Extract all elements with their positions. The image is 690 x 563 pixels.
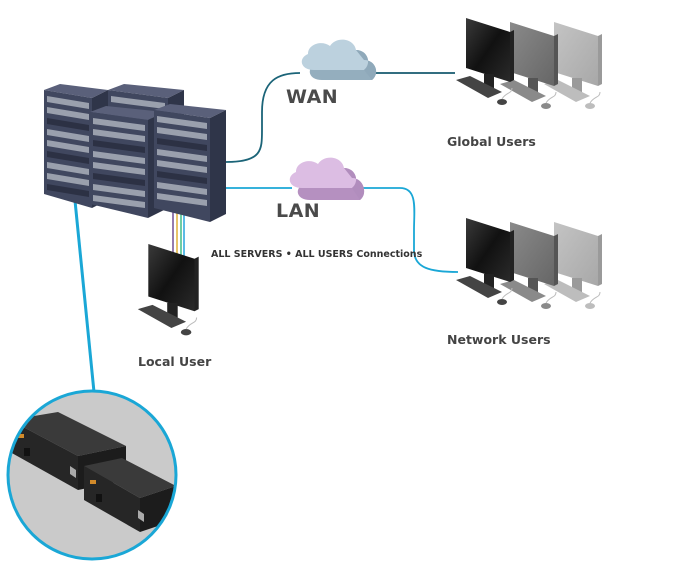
network-users-label: Network Users: [447, 332, 551, 347]
mouse-icon: [497, 99, 507, 105]
monitor-icon: [456, 218, 514, 305]
keyboard-icon: [500, 80, 546, 102]
local-user-workstation: [137, 244, 199, 336]
keyboard-icon: [456, 276, 502, 298]
monitor-icon: [500, 222, 558, 309]
kvm-extender-device: [84, 458, 176, 532]
monitor-icon: [456, 18, 514, 105]
mouse-icon: [585, 303, 595, 309]
kvm-extender-callout: [6, 389, 178, 561]
keyboard-icon: [456, 76, 502, 98]
wan-link-line: [225, 72, 301, 163]
server-rack-group: [44, 84, 226, 222]
monitor-icon: [544, 22, 602, 109]
server-rack-icon: [154, 104, 226, 222]
global-users-label: Global Users: [447, 134, 536, 149]
keyboard-icon: [544, 280, 590, 302]
server-rack-icon: [90, 106, 164, 218]
connections-label: ALL SERVERS • ALL USERS Connections: [211, 249, 423, 260]
keyboard-icon: [500, 280, 546, 302]
mouse-icon: [585, 103, 595, 109]
mouse-icon: [180, 329, 192, 336]
keyboard-icon: [137, 304, 187, 328]
monitor-icon: [544, 222, 602, 309]
network-users-workstations: [456, 218, 602, 309]
lan-to-network-users-line: [362, 187, 459, 273]
monitor-icon: [500, 22, 558, 109]
lan-label: LAN: [276, 200, 321, 222]
mouse-icon: [497, 299, 507, 305]
global-users-workstations: [456, 18, 602, 109]
lan-cloud-icon: [289, 157, 365, 200]
keyboard-icon: [544, 80, 590, 102]
mouse-icon: [541, 303, 551, 309]
mouse-icon: [541, 103, 551, 109]
wan-label: WAN: [286, 86, 339, 108]
monitor-icon: [137, 244, 199, 336]
wan-cloud-icon: [301, 39, 377, 80]
local-user-label: Local User: [138, 354, 212, 369]
